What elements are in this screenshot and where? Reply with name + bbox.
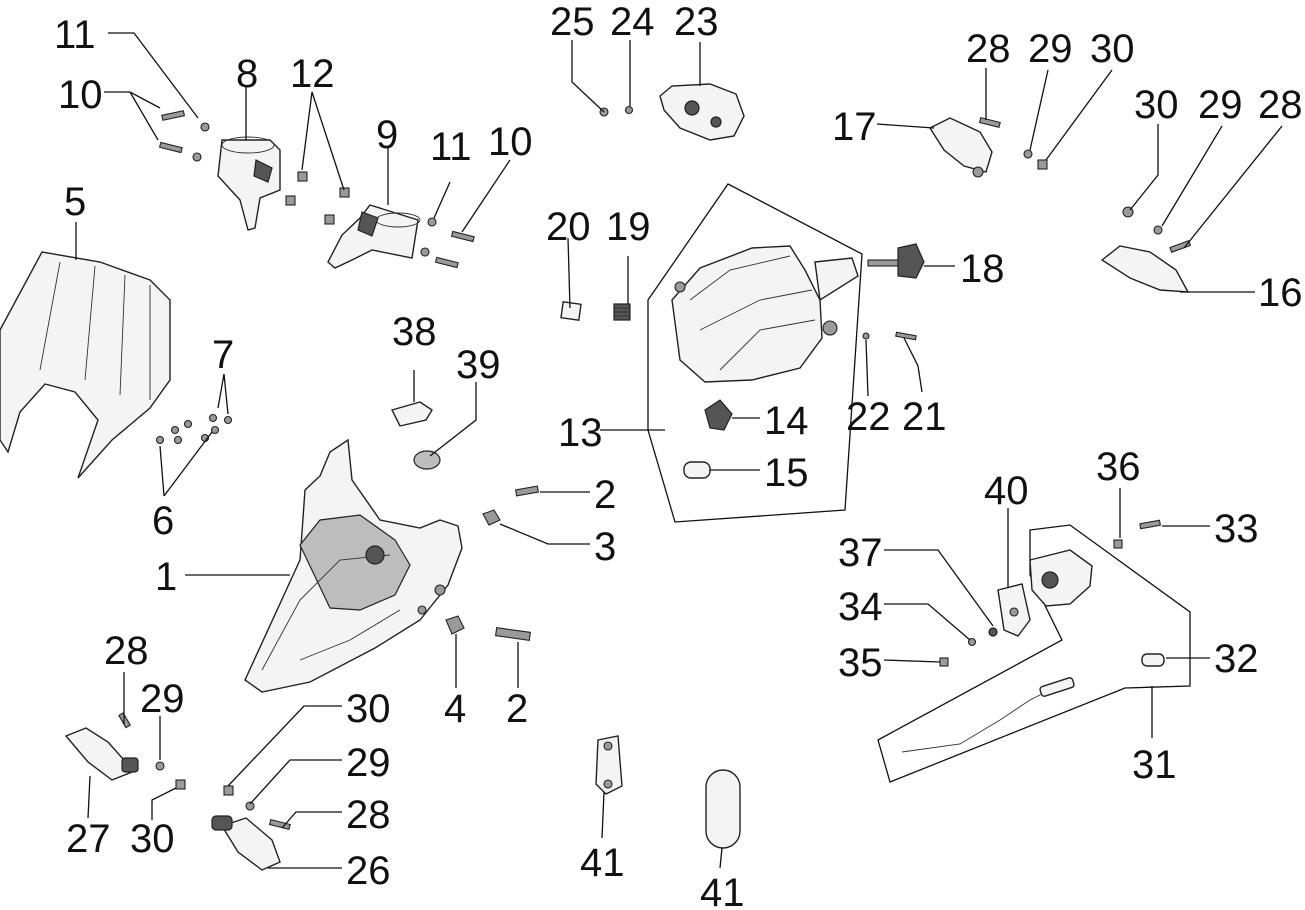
washer-set — [155, 413, 233, 445]
clip-and-spring — [560, 301, 631, 321]
callout-3: 3 — [594, 525, 616, 569]
callout-41-right: 41 — [700, 871, 745, 910]
callout-1: 1 — [155, 555, 177, 599]
callout-28-top: 28 — [966, 27, 1011, 71]
callout-4: 4 — [444, 687, 466, 731]
callout-30-bottom: 30 — [346, 687, 391, 731]
callout-29-bottom-left: 29 — [140, 677, 185, 721]
headlight-assembly-outline — [647, 183, 863, 523]
callout-21: 21 — [902, 395, 947, 439]
headlight-unit-part — [671, 245, 859, 383]
callout-22: 22 — [846, 395, 891, 439]
fairing-hardware — [445, 485, 539, 641]
license-lamp-part — [901, 519, 1165, 753]
clip-and-grommet — [390, 401, 441, 470]
callout-16: 16 — [1258, 271, 1303, 315]
callout-38: 38 — [392, 310, 437, 354]
callout-6: 6 — [152, 499, 174, 543]
turn-signal-front-left — [1100, 206, 1192, 293]
callout-labels: 11 10 8 12 9 11 10 5 7 6 1 2 3 4 2 25 24… — [54, 0, 1303, 910]
callout-14: 14 — [764, 399, 809, 443]
bulb-socket-and-bulb — [683, 399, 733, 479]
position-lamp-part — [599, 83, 745, 141]
callout-13: 13 — [558, 411, 603, 455]
callout-32: 32 — [1214, 637, 1259, 681]
callout-28-bottom: 28 — [346, 793, 391, 837]
callout-8: 8 — [236, 52, 258, 96]
callout-31: 31 — [1132, 743, 1177, 787]
callout-17: 17 — [832, 105, 877, 149]
callout-26: 26 — [346, 849, 391, 893]
adjuster-knob-and-screw — [862, 243, 925, 341]
callout-29-bottom: 29 — [346, 741, 391, 785]
callout-10-left: 10 — [58, 73, 103, 117]
fairing-bracket-part — [244, 438, 463, 693]
bracket-hardware — [158, 110, 475, 269]
callout-35: 35 — [838, 641, 883, 685]
callout-23: 23 — [674, 0, 719, 44]
callout-20: 20 — [546, 205, 591, 249]
left-bracket-part — [217, 136, 281, 231]
callout-25: 25 — [550, 0, 595, 44]
callout-30-right: 30 — [1134, 83, 1179, 127]
turn-signal-rear-right — [211, 785, 291, 871]
license-lamp-outline — [877, 524, 1191, 783]
callout-33: 33 — [1214, 507, 1259, 551]
callout-41-left: 41 — [580, 841, 625, 885]
callout-37: 37 — [838, 531, 883, 575]
callout-19: 19 — [606, 205, 651, 249]
turn-signal-front-right — [928, 116, 1048, 178]
leader-lines — [75, 32, 1283, 869]
callout-2-lower: 2 — [506, 687, 528, 731]
callout-11-left: 11 — [54, 13, 96, 57]
callout-15: 15 — [764, 451, 809, 495]
callout-5: 5 — [64, 180, 86, 224]
callout-34: 34 — [838, 585, 883, 629]
windscreen-part — [0, 251, 171, 479]
callout-40: 40 — [984, 469, 1029, 513]
callout-36: 36 — [1096, 445, 1141, 489]
callout-12: 12 — [290, 52, 335, 96]
callout-28-bottom-left: 28 — [104, 629, 149, 673]
right-bracket-part — [327, 204, 421, 269]
callout-10-right: 10 — [488, 120, 533, 164]
callout-29-right: 29 — [1198, 83, 1243, 127]
callout-29-top: 29 — [1028, 27, 1073, 71]
reflector-plates — [595, 735, 741, 849]
turn-signal-rear-left — [64, 712, 186, 790]
callout-28-right: 28 — [1258, 83, 1303, 127]
callout-39: 39 — [456, 343, 501, 387]
callout-24: 24 — [610, 0, 655, 44]
callout-30-top: 30 — [1090, 27, 1135, 71]
callout-7: 7 — [212, 333, 234, 377]
callout-27: 27 — [66, 817, 111, 861]
callout-11-right: 11 — [430, 125, 472, 169]
callout-30-bottom-left: 30 — [130, 817, 175, 861]
callout-9: 9 — [376, 113, 398, 157]
callout-2-upper: 2 — [594, 473, 616, 517]
callout-18: 18 — [960, 247, 1005, 291]
